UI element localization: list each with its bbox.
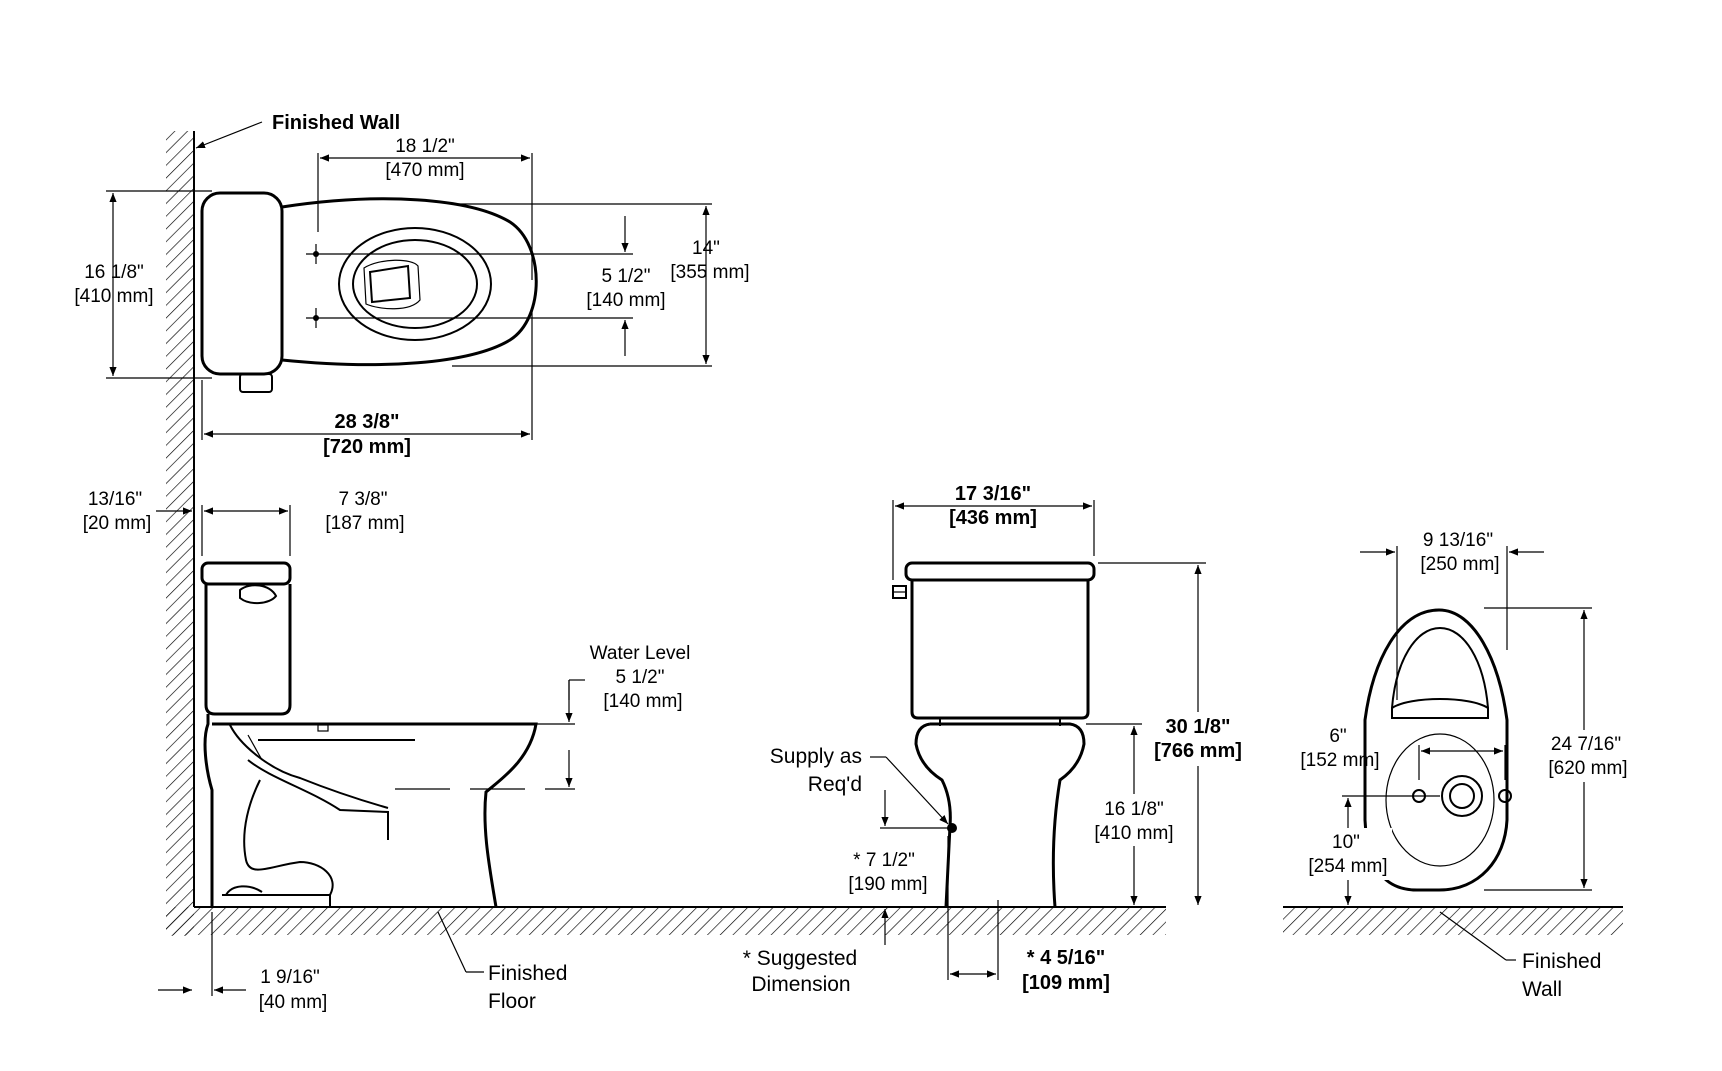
- finished-wall-callout-right: Finished Wall: [1439, 911, 1601, 1001]
- front-view: [892, 561, 1096, 908]
- svg-text:1 9/16": 1 9/16": [260, 967, 320, 988]
- svg-text:[140 mm]: [140 mm]: [603, 691, 682, 712]
- svg-text:9 13/16": 9 13/16": [1423, 530, 1493, 551]
- supply-callout: Supply as Req'd: [770, 745, 949, 825]
- svg-text:Water Level: Water Level: [590, 643, 691, 664]
- bottom-view: [1363, 608, 1512, 892]
- finished-wall-label: Finished Wall: [272, 112, 400, 134]
- finished-floor-callout: Finished Floor: [437, 911, 567, 1013]
- svg-text:6": 6": [1329, 726, 1346, 747]
- dim-top-28-3-8: 28 3/8" [720 mm]: [201, 310, 533, 458]
- dim-top-5-1-2: 5 1/2" [140 mm]: [326, 216, 666, 356]
- svg-text:[620 mm]: [620 mm]: [1548, 758, 1627, 779]
- svg-text:* 7 1/2": * 7 1/2": [853, 850, 915, 871]
- svg-text:13/16": 13/16": [88, 489, 142, 510]
- dim-top-14: 14" [355 mm]: [452, 203, 750, 367]
- svg-text:[40 mm]: [40 mm]: [259, 992, 328, 1013]
- side-view: [200, 561, 538, 908]
- svg-text:18 1/2": 18 1/2": [395, 136, 455, 157]
- svg-text:[766 mm]: [766 mm]: [1154, 740, 1242, 762]
- svg-text:Dimension: Dimension: [751, 973, 850, 996]
- svg-text:16 1/8": 16 1/8": [1104, 799, 1164, 820]
- dim-side-13-16: 13/16" [20 mm]: [83, 489, 203, 556]
- svg-text:Supply as: Supply as: [770, 745, 862, 768]
- top-view: [200, 191, 538, 393]
- dim-front-7-1-2: * 7 1/2" [190 mm]: [848, 790, 952, 945]
- dim-top-18-1-2: 18 1/2" [470 mm]: [317, 136, 533, 280]
- svg-text:10": 10": [1332, 832, 1360, 853]
- svg-text:[152 mm]: [152 mm]: [1300, 750, 1379, 771]
- svg-text:[190 mm]: [190 mm]: [848, 874, 927, 895]
- svg-text:5 1/2": 5 1/2": [615, 667, 664, 688]
- dim-front-4-5-16: * 4 5/16" [109 mm]: [947, 836, 1110, 994]
- svg-text:[410 mm]: [410 mm]: [74, 286, 153, 307]
- svg-text:[20 mm]: [20 mm]: [83, 513, 152, 534]
- dim-bottom-24-7-16: 24 7/16" [620 mm]: [1484, 607, 1632, 891]
- svg-text:16 1/8": 16 1/8": [84, 262, 144, 283]
- dim-front-17-3-16: 17 3/16" [436 mm]: [892, 483, 1095, 580]
- svg-text:24 7/16": 24 7/16": [1551, 734, 1621, 755]
- dim-side-7-3-8: 7 3/8" [187 mm]: [204, 489, 405, 556]
- svg-text:28 3/8": 28 3/8": [334, 411, 399, 433]
- svg-text:14": 14": [692, 238, 720, 259]
- svg-text:[720 mm]: [720 mm]: [323, 436, 411, 458]
- svg-text:Finished: Finished: [488, 962, 567, 985]
- svg-text:[436 mm]: [436 mm]: [949, 507, 1037, 529]
- svg-text:* 4 5/16": * 4 5/16": [1027, 947, 1105, 969]
- dim-bottom-10: 10" [254 mm]: [1300, 795, 1440, 905]
- finished-wall-hatch: [166, 131, 195, 936]
- svg-text:[254 mm]: [254 mm]: [1308, 856, 1387, 877]
- svg-text:* Suggested: * Suggested: [743, 947, 857, 970]
- finished-floor-hatch-left: [166, 906, 1166, 935]
- dim-bottom-6: 6" [152 mm]: [1300, 726, 1506, 780]
- svg-text:Req'd: Req'd: [808, 773, 862, 796]
- svg-text:Wall: Wall: [1522, 978, 1562, 1001]
- dim-front-16-1-8: 16 1/8" [410 mm]: [1086, 723, 1180, 905]
- svg-text:[355 mm]: [355 mm]: [670, 262, 749, 283]
- svg-text:Floor: Floor: [488, 990, 536, 1013]
- svg-text:17 3/16": 17 3/16": [955, 483, 1031, 505]
- dim-front-30-1-8: 30 1/8" [766 mm]: [1098, 562, 1246, 905]
- svg-text:[187 mm]: [187 mm]: [325, 513, 404, 534]
- svg-text:30 1/8": 30 1/8": [1165, 716, 1230, 738]
- svg-text:[140 mm]: [140 mm]: [586, 290, 665, 311]
- svg-text:[410 mm]: [410 mm]: [1094, 823, 1173, 844]
- dim-bottom-9-13-16: 9 13/16" [250 mm]: [1360, 530, 1544, 700]
- dim-side-water-level: Water Level 5 1/2" [140 mm]: [395, 643, 691, 790]
- svg-text:[250 mm]: [250 mm]: [1420, 554, 1499, 575]
- dim-side-1-9-16: 1 9/16" [40 mm]: [158, 912, 327, 1013]
- svg-text:[109 mm]: [109 mm]: [1022, 972, 1110, 994]
- svg-text:7 3/8": 7 3/8": [338, 489, 387, 510]
- dim-top-16-1-8: 16 1/8" [410 mm]: [74, 190, 212, 379]
- svg-text:5 1/2": 5 1/2": [601, 266, 650, 287]
- svg-text:[470 mm]: [470 mm]: [385, 160, 464, 181]
- suggested-dimension-note: * Suggested Dimension: [743, 947, 857, 996]
- finished-wall-callout: Finished Wall: [195, 112, 400, 149]
- svg-text:Finished: Finished: [1522, 950, 1601, 973]
